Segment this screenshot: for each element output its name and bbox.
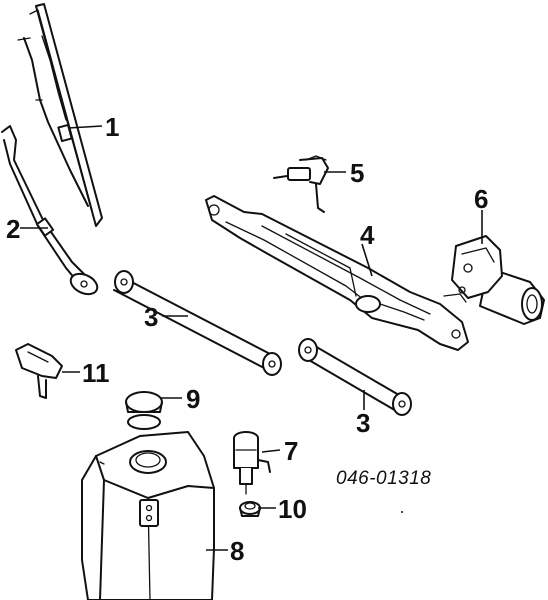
- callout-linkage-rod-upper: 3: [144, 302, 158, 332]
- callout-wiper-arm: 2: [6, 214, 20, 244]
- linkage-frame: [205, 195, 469, 351]
- callout-washer-pump: 7: [284, 436, 298, 466]
- callout-washer-reservoir: 8: [230, 536, 244, 566]
- callout-linkage-rod-lower: 3: [356, 408, 370, 438]
- wiper-blade: [17, 3, 103, 227]
- wiper-motor: [443, 235, 545, 325]
- linkage-rod-lower: [298, 338, 412, 416]
- washer-nozzle: [273, 155, 329, 213]
- washer-reservoir: [81, 431, 215, 600]
- callout-pump-grommet: 10: [278, 494, 307, 524]
- leader-lines: [20, 125, 483, 551]
- headlamp-washer-jet: [15, 343, 63, 399]
- linkage-rod-upper: [113, 270, 282, 376]
- wiper-arm: [1, 125, 99, 296]
- washer-pump: [233, 431, 271, 495]
- callout-wiper-blade: 1: [105, 112, 119, 142]
- callout-headlamp-washer-jet: 11: [82, 358, 110, 388]
- catalog-code: 046-01318: [336, 468, 431, 489]
- callout-linkage-frame: 4: [360, 220, 375, 250]
- callout-reservoir-cap: 9: [186, 384, 200, 414]
- callout-washer-nozzle: 5: [350, 158, 364, 188]
- pump-grommet: [239, 501, 261, 517]
- reservoir-cap: [125, 391, 163, 430]
- speck: [401, 511, 403, 513]
- callout-wiper-motor: 6: [474, 184, 488, 214]
